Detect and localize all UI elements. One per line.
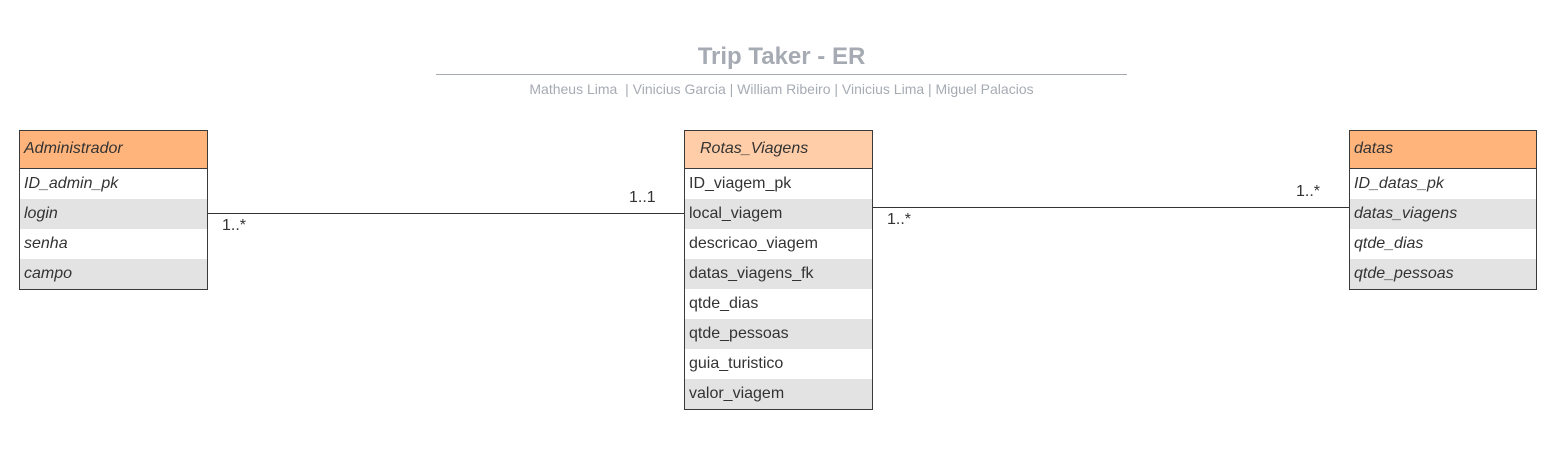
attribute-row[interactable]: datas_viagens_fk <box>685 259 872 289</box>
entity-header-datas[interactable]: datas <box>1350 131 1536 169</box>
attribute-row[interactable]: senha <box>24 235 68 252</box>
entity-datas[interactable]: datas ID_datas_pk datas_viagens qtde_dia… <box>1349 130 1537 290</box>
diagram-subtitle: Matheus Lima | Vinicius Garcia | William… <box>529 81 1034 97</box>
relationship-line-rotas-datas[interactable] <box>873 207 1349 208</box>
multiplicity-label-rotas-right: 1..* <box>887 211 912 228</box>
attribute-row[interactable]: ID_viagem_pk <box>689 175 792 192</box>
attribute-row[interactable]: qtde_pessoas <box>685 319 872 349</box>
entity-administrador[interactable]: Administrador ID_admin_pk login senha ca… <box>19 130 208 290</box>
entity-rotas-viagens[interactable]: Rotas_Viagens ID_viagem_pk local_viagem … <box>684 130 873 410</box>
entity-header-rotas-viagens[interactable]: Rotas_Viagens <box>685 131 872 169</box>
attribute-row[interactable]: ID_admin_pk <box>24 175 119 192</box>
title-underline <box>436 74 1127 75</box>
attribute-row[interactable]: qtde_pessoas <box>1350 259 1536 289</box>
attribute-row[interactable]: campo <box>20 259 207 289</box>
multiplicity-label-rotas-left: 1..1 <box>629 189 656 206</box>
diagram-title: Trip Taker - ER <box>697 43 866 70</box>
attribute-row[interactable]: local_viagem <box>685 199 872 229</box>
attribute-row[interactable]: qtde_dias <box>1354 235 1424 252</box>
attribute-row[interactable]: qtde_dias <box>689 295 759 312</box>
attribute-row[interactable]: valor_viagem <box>685 379 872 409</box>
attribute-row[interactable]: login <box>20 199 207 229</box>
attribute-row[interactable]: guia_turistico <box>689 355 784 372</box>
attribute-row[interactable]: ID_datas_pk <box>1354 175 1444 192</box>
entity-header-administrador[interactable]: Administrador <box>20 131 207 169</box>
attribute-row[interactable]: datas_viagens <box>1350 199 1536 229</box>
attribute-row[interactable]: descricao_viagem <box>689 235 818 252</box>
relationship-line-admin-rotas[interactable] <box>208 213 684 214</box>
multiplicity-label-datas: 1..* <box>1296 183 1321 200</box>
multiplicity-label-admin: 1..* <box>222 217 247 234</box>
